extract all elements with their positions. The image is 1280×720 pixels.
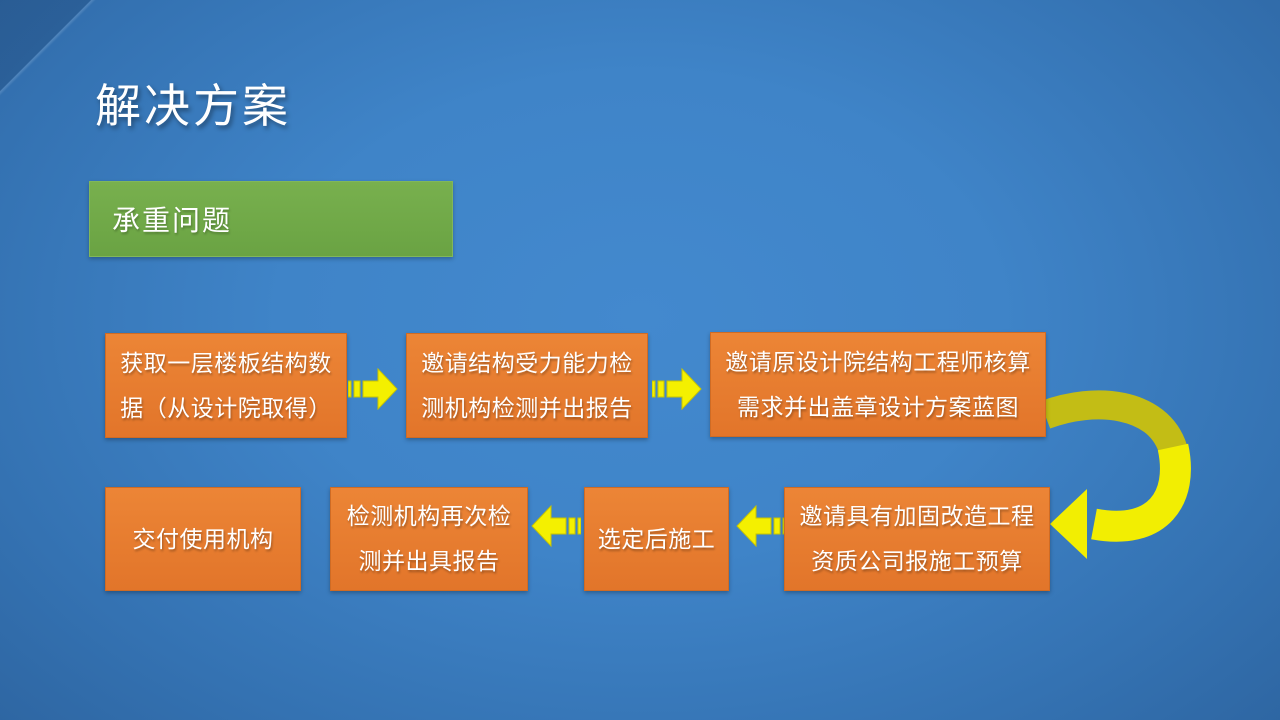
striped-left-arrow-icon (531, 505, 581, 547)
step-label: 获取一层楼板结构数据（从设计院取得） (120, 349, 332, 421)
u-turn-arrow-icon (1040, 390, 1191, 559)
step-label: 邀请具有加固改造工程资质公司报施工预算 (799, 503, 1035, 574)
slide-title: 解决方案 (95, 80, 291, 132)
step-deliver-to-user: 交付使用机构 (105, 487, 301, 591)
step-label: 选定后施工 (597, 525, 716, 552)
striped-left-arrow-icon (736, 505, 786, 547)
striped-right-arrow-icon (652, 368, 702, 410)
step-construction-after-selection: 选定后施工 (584, 487, 729, 591)
step-invite-design-engineer: 邀请原设计院结构工程师核算需求并出盖章设计方案蓝图 (710, 332, 1046, 437)
step-obtain-structural-data: 获取一层楼板结构数据（从设计院取得） (105, 333, 347, 438)
step-invite-testing-agency: 邀请结构受力能力检测机构检测并出报告 (406, 333, 648, 438)
step-invite-qualified-company: 邀请具有加固改造工程资质公司报施工预算 (784, 487, 1050, 591)
step-retest-and-report: 检测机构再次检测并出具报告 (330, 487, 528, 591)
category-label-box: 承重问题 (89, 181, 453, 257)
step-label: 检测机构再次检测并出具报告 (346, 503, 512, 574)
striped-right-arrow-icon (348, 368, 398, 410)
category-label: 承重问题 (112, 205, 233, 236)
step-label: 交付使用机构 (132, 525, 274, 552)
step-label: 邀请结构受力能力检测机构检测并出报告 (421, 349, 633, 421)
step-label: 邀请原设计院结构工程师核算需求并出盖章设计方案蓝图 (725, 348, 1031, 420)
